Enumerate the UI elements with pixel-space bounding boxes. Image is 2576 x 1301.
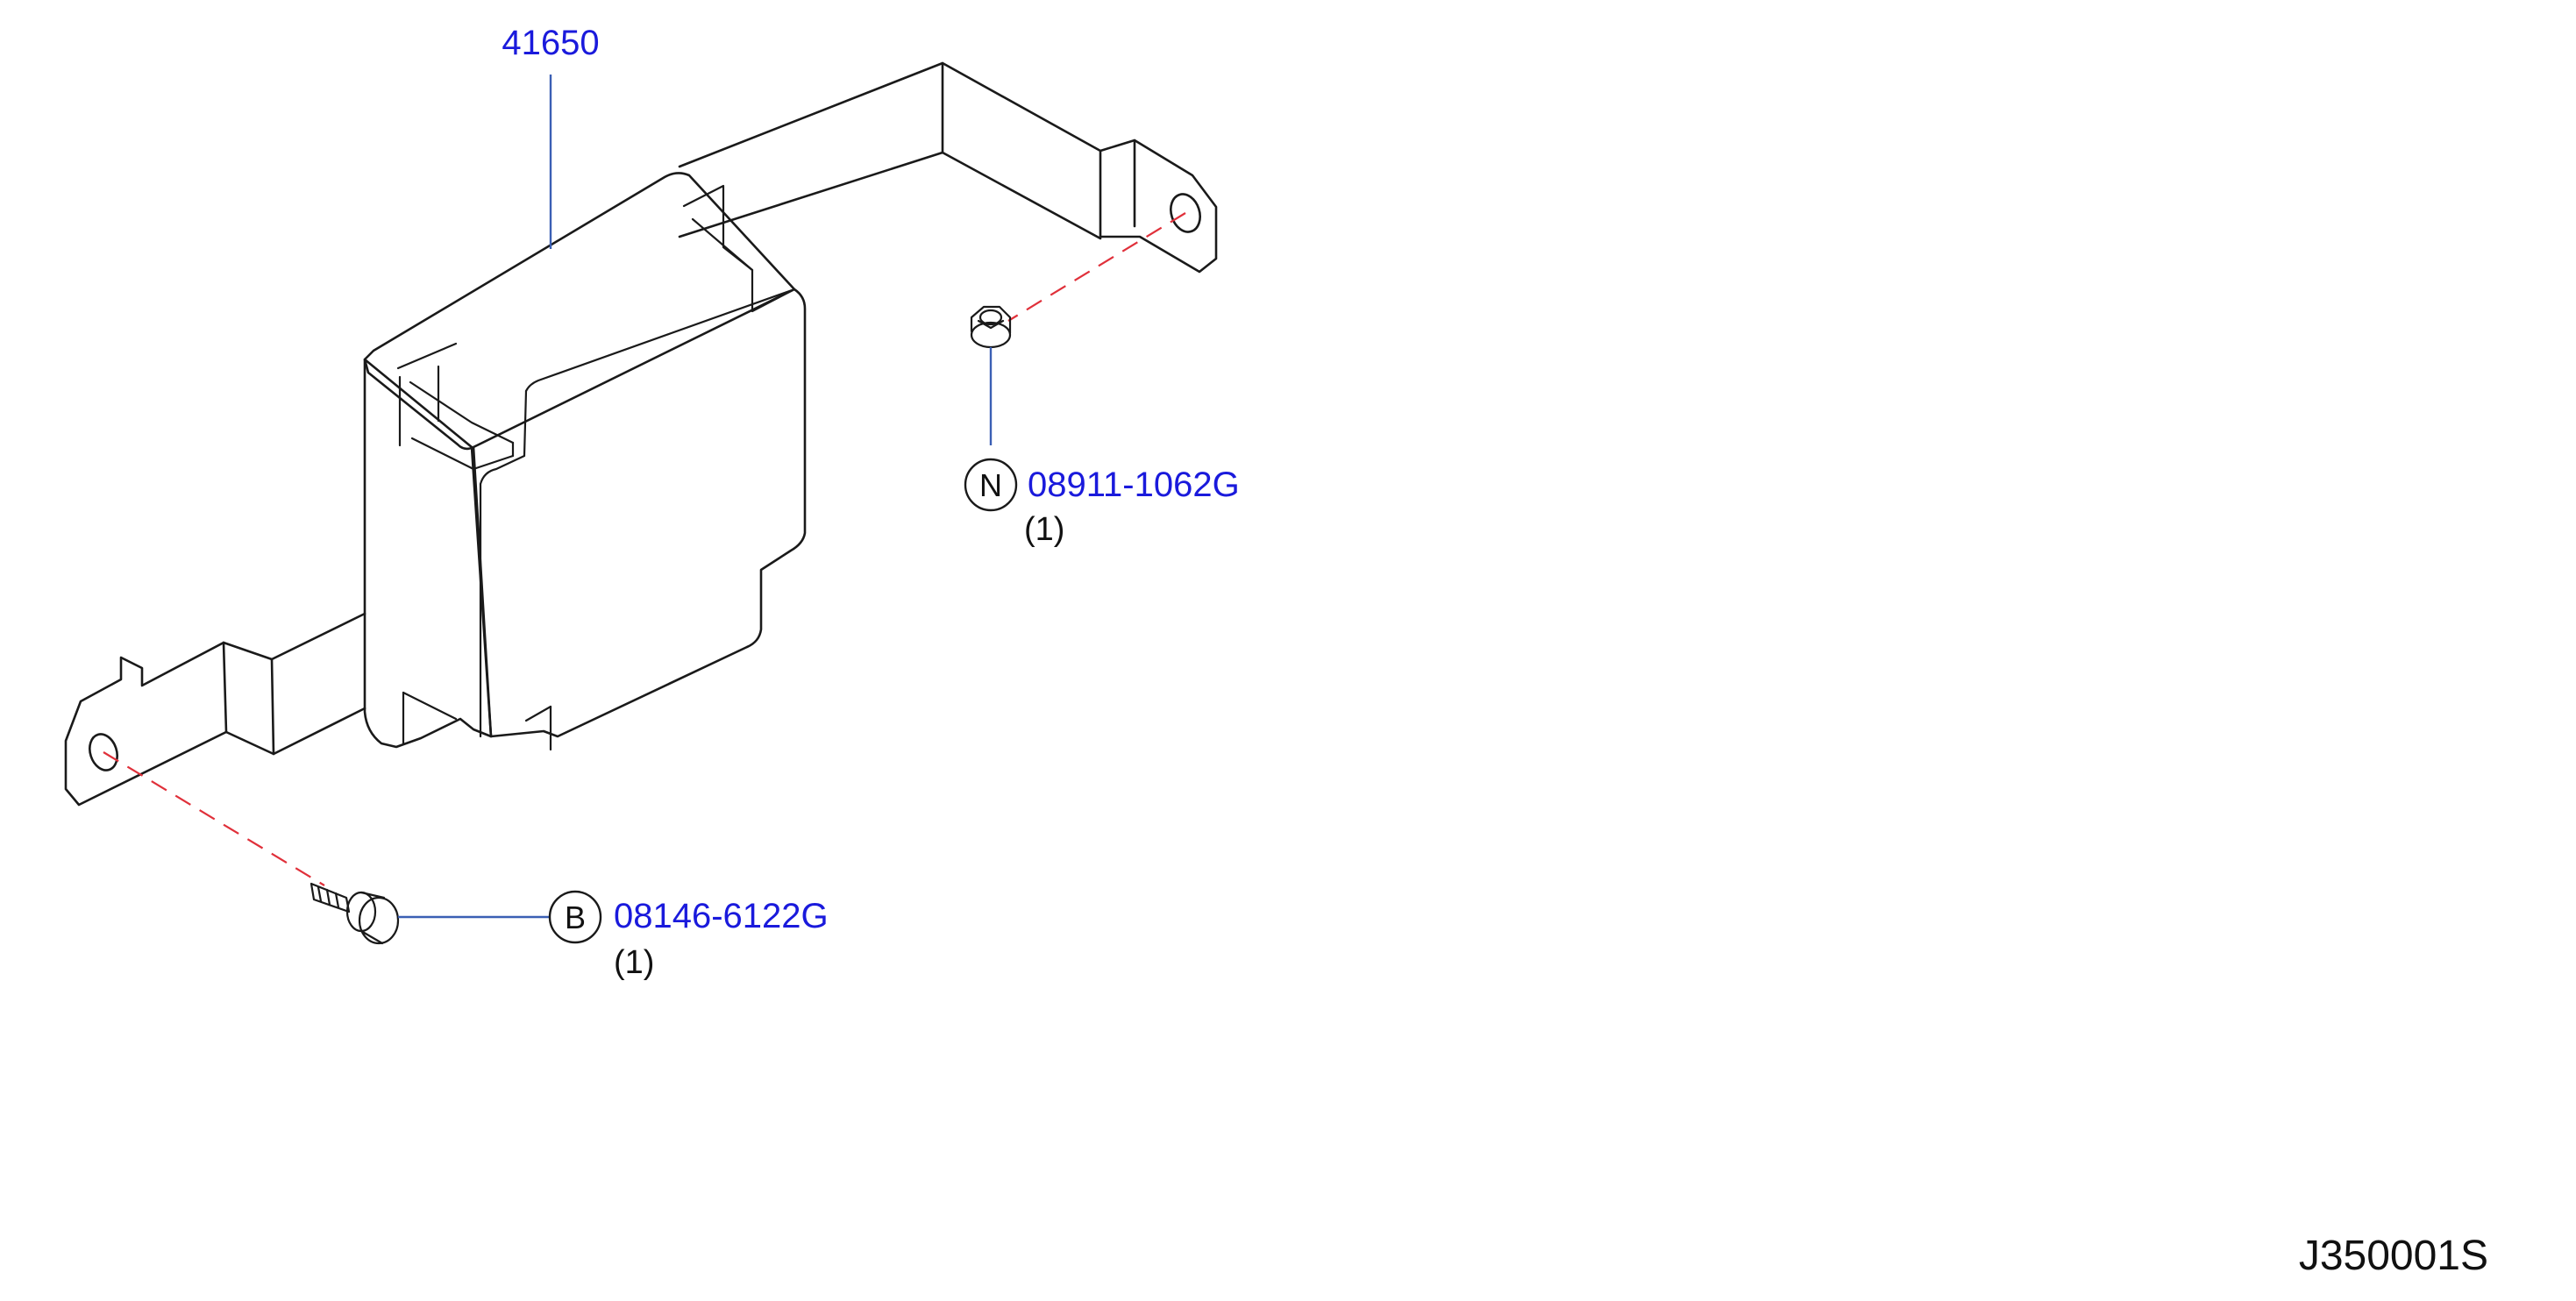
nut-center-line — [1007, 212, 1186, 322]
bolt-quantity: (1) — [614, 944, 654, 981]
bolt-symbol-letter: B — [565, 899, 586, 935]
nut-quantity: (1) — [1024, 511, 1064, 548]
bolt-part-number[interactable]: 08146-6122G — [614, 897, 829, 935]
right-bracket — [678, 61, 1218, 274]
nut-callout-symbol: N — [964, 458, 1018, 512]
unit-part-number[interactable]: 41650 — [502, 24, 599, 62]
control-unit — [363, 172, 807, 751]
diagram-code: J350001S — [2299, 1233, 2488, 1279]
nut-symbol-letter: N — [979, 467, 1002, 503]
left-bracket — [64, 612, 366, 807]
flange-bolt — [310, 882, 400, 945]
nut-part-number[interactable]: 08911-1062G — [1028, 466, 1240, 504]
flange-nut — [970, 305, 1012, 349]
bolt-callout-symbol: B — [548, 890, 602, 944]
bolt-center-line — [103, 751, 325, 886]
